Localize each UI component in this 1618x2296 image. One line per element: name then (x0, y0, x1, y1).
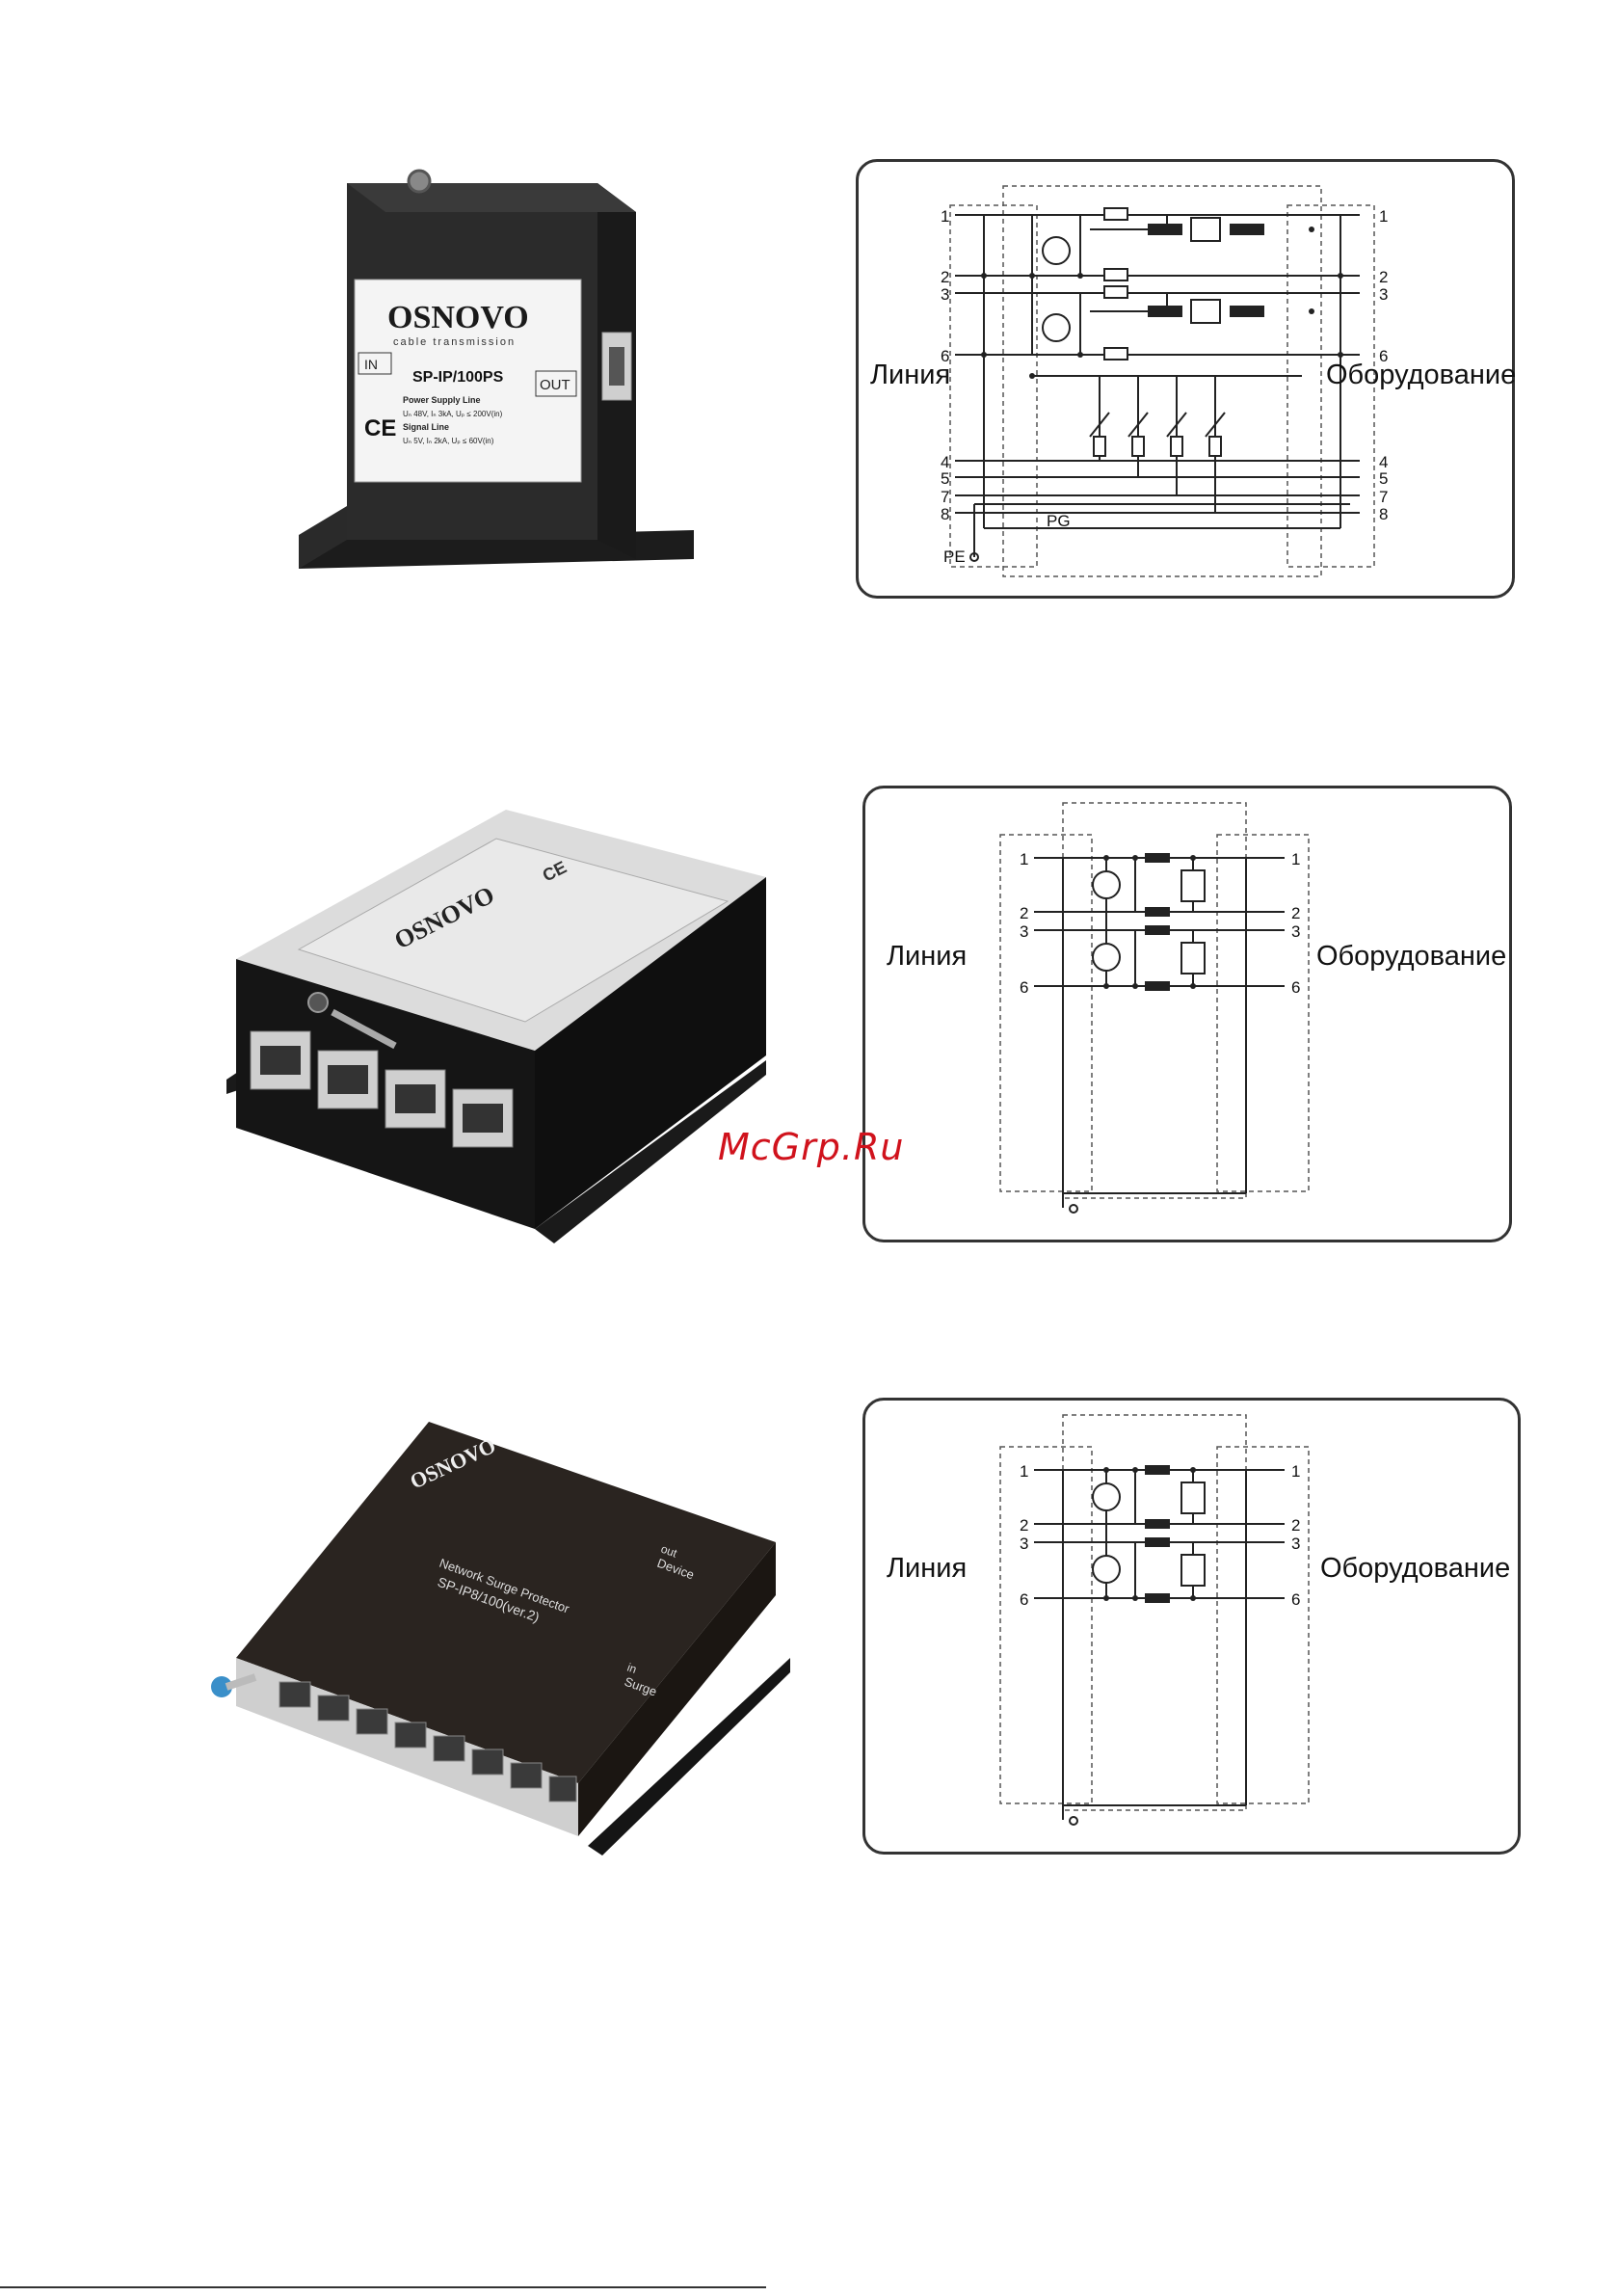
device3-in-label: in (625, 1661, 639, 1676)
schematic3-pin-left-1: 1 (1020, 1462, 1028, 1481)
schematic1-pin-left-4: 4 (941, 453, 949, 471)
wiring-schematic-3: 1 2 3 6 1 2 3 6 Линия Оборудование (862, 1398, 1521, 1855)
schematic1-pin-right-1: 1 (1379, 207, 1388, 226)
schematic1-pin-left-3: 3 (941, 285, 949, 304)
schematic1-drawing: 1 2 3 6 4 5 7 8 1 2 3 6 4 5 7 8 PG PE (941, 185, 1388, 577)
footer-rule (0, 2286, 766, 2288)
schematic3-pin-left-2: 2 (1020, 1516, 1028, 1535)
device1-spec-signal-title: Signal Line (403, 422, 449, 432)
device1-spec-power: Uₙ 48V, Iₙ 3kA, Uₚ ≤ 200V(in) (403, 410, 503, 418)
schematic2-right-label: Оборудование (1316, 941, 1507, 972)
schematic3-pin-right-2: 2 (1291, 1516, 1300, 1535)
schematic2-pin-left-6: 6 (1020, 978, 1028, 997)
schematic3-pin-right-3: 3 (1291, 1535, 1300, 1553)
schematic1-pin-right-2: 2 (1379, 268, 1388, 286)
device1-port-out: OUT (540, 377, 570, 393)
schematic1-pin-left-1: 1 (941, 207, 949, 226)
watermark: McGrp.Ru (718, 1126, 905, 1168)
schematic1-pin-right-6: 6 (1379, 347, 1388, 365)
device1-ce-mark: CE (364, 415, 396, 441)
schematic3-pin-right-6: 6 (1291, 1590, 1300, 1609)
schematic2-pin-left-3: 3 (1020, 922, 1028, 941)
device3-out-label: out (659, 1542, 679, 1561)
device1-brand: OSNOVO (387, 300, 529, 335)
schematic1-pin-right-8: 8 (1379, 505, 1388, 523)
schematic1-pin-left-6: 6 (941, 347, 949, 365)
schematic3-left-label: Линия (887, 1553, 968, 1584)
schematic2-pin-left-1: 1 (1020, 850, 1028, 868)
device1-spec-power-title: Power Supply Line (403, 395, 481, 405)
schematic2-pin-right-1: 1 (1291, 850, 1300, 868)
device-photo-sp-ip8-100: OSNOVO Network Surge Protector SP-IP8/10… (198, 1412, 800, 1855)
schematic1-left-label: Линия (870, 360, 951, 390)
device1-port-in: IN (364, 357, 378, 372)
schematic1-pin-left-7: 7 (941, 488, 949, 506)
device1-spec-signal: Uₙ 5V, Iₙ 2kA, Uₚ ≤ 60V(in) (403, 437, 494, 445)
schematic2-pin-right-3: 3 (1291, 922, 1300, 941)
schematic1-pin-left-5: 5 (941, 469, 949, 488)
schematic2-pin-right-2: 2 (1291, 904, 1300, 922)
schematic1-pg-label: PG (1047, 512, 1071, 530)
schematic1-right-label: Оборудование (1326, 360, 1517, 390)
schematic3-drawing: 1 2 3 6 1 2 3 6 (999, 1414, 1310, 1826)
schematic1-pin-left-2: 2 (941, 268, 949, 286)
wiring-schematic-2: 1 2 3 6 1 2 3 6 Линия Оборудование (862, 786, 1512, 1242)
device-photo-4-port: OSNOVO CE (207, 805, 785, 1258)
schematic2-pin-left-2: 2 (1020, 904, 1028, 922)
schematic1-pin-left-8: 8 (941, 505, 949, 523)
device-photo-sp-ip-100ps: OSNOVO cable transmission IN OUT SP-IP/1… (279, 154, 703, 578)
schematic1-pin-right-3: 3 (1379, 285, 1388, 304)
schematic2-left-label: Линия (887, 941, 968, 972)
schematic2-pin-right-6: 6 (1291, 978, 1300, 997)
schematic3-pin-right-1: 1 (1291, 1462, 1300, 1481)
schematic1-pin-right-5: 5 (1379, 469, 1388, 488)
wiring-schematic-1: 1 2 3 6 4 5 7 8 1 2 3 6 4 5 7 8 PG PE Ли… (856, 159, 1517, 599)
device1-tagline: cable transmission (393, 336, 516, 348)
schematic2-drawing: 1 2 3 6 1 2 3 6 (999, 802, 1310, 1214)
device1-model: SP-IP/100PS (412, 369, 504, 386)
schematic3-right-label: Оборудование (1320, 1553, 1511, 1584)
schematic3-pin-left-6: 6 (1020, 1590, 1028, 1609)
schematic1-pin-right-4: 4 (1379, 453, 1388, 471)
schematic1-pe-label: PE (943, 547, 966, 566)
schematic3-pin-left-3: 3 (1020, 1535, 1028, 1553)
schematic1-pin-right-7: 7 (1379, 488, 1388, 506)
